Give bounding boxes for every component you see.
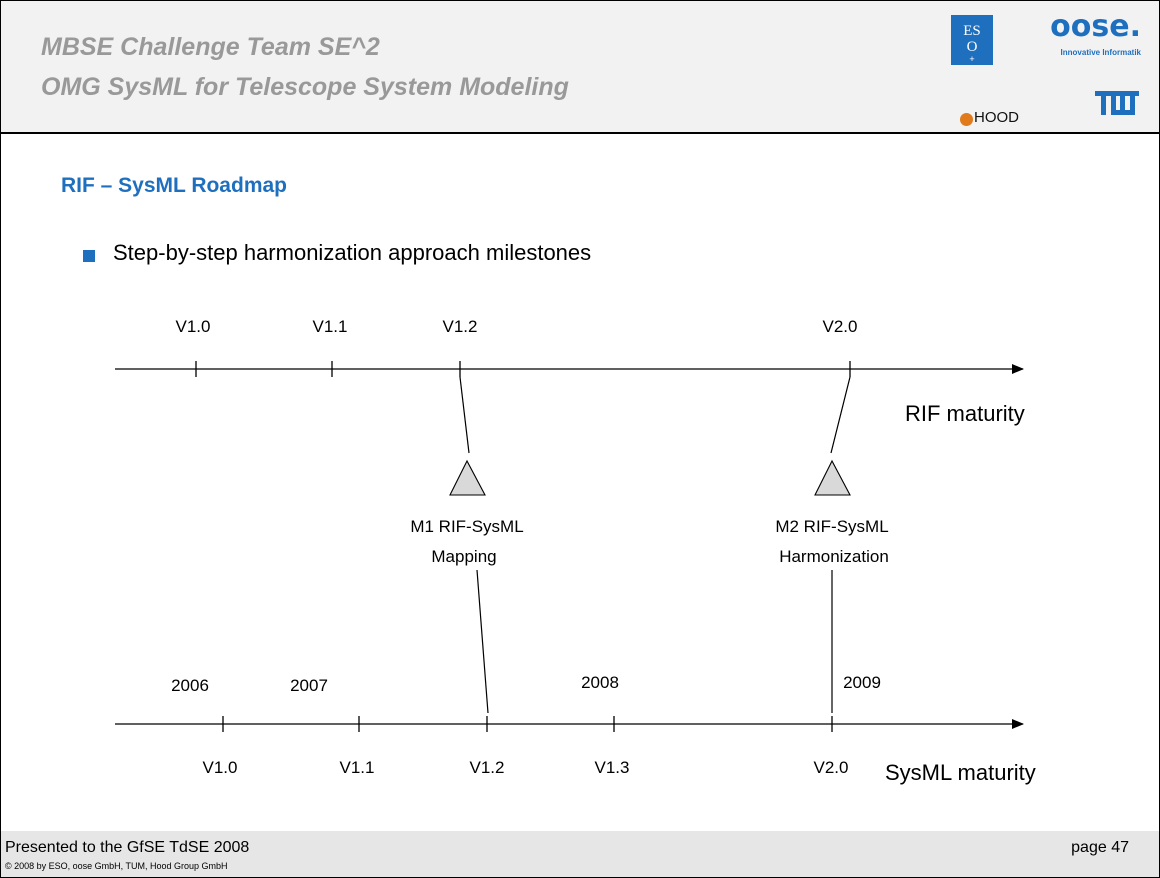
rif-version-label: V1.0 xyxy=(176,317,211,336)
m2-milestone-label-line1: M2 RIF-SysML xyxy=(775,517,888,536)
footer-copyright: © 2008 by ESO, oose GmbH, TUM, Hood Grou… xyxy=(5,861,228,871)
sysml-version-label: V1.1 xyxy=(340,758,375,777)
sysml-version-label: V1.2 xyxy=(470,758,505,777)
hood-logo: HOOD xyxy=(960,109,1040,131)
year-label: 2007 xyxy=(290,676,328,695)
roadmap-diagram: V1.0 V1.1 V1.2 V2.0 RIF maturity M1 RIF-… xyxy=(115,317,1036,785)
m2-milestone-label-line2: Harmonization xyxy=(779,547,889,566)
m2-milestone-marker xyxy=(814,459,851,496)
slide-title: RIF – SysML Roadmap xyxy=(61,174,287,197)
bullet-text: Step-by-step harmonization approach mile… xyxy=(113,240,592,265)
header-title-line1: MBSE Challenge Team SE^2 xyxy=(41,33,380,61)
svg-text:O: O xyxy=(967,39,978,55)
oose-logo-word: oose. xyxy=(1050,9,1141,44)
hood-logo-word: HOOD xyxy=(974,109,1019,126)
sysml-version-label: V2.0 xyxy=(814,758,849,777)
m1-milestone-label-line2: Mapping xyxy=(431,547,496,566)
year-label: 2009 xyxy=(843,673,881,692)
sysml-version-label: V1.3 xyxy=(595,758,630,777)
m1-milestone-marker xyxy=(449,459,486,496)
tum-logo xyxy=(1095,89,1139,117)
rif-version-label: V1.2 xyxy=(443,317,478,336)
year-label: 2008 xyxy=(581,673,619,692)
page-number: page 47 xyxy=(1071,839,1129,856)
oose-logo: oose. Innovative Informatik xyxy=(1015,9,1141,65)
svg-text:+: + xyxy=(969,54,974,64)
rif-version-label: V1.1 xyxy=(313,317,348,336)
bullet-marker xyxy=(83,250,95,262)
hood-logo-mark xyxy=(960,113,973,126)
sysml-axis-title: SysML maturity xyxy=(885,760,1036,785)
footer-presented: Presented to the GfSE TdSE 2008 xyxy=(5,839,250,856)
rif-axis-title: RIF maturity xyxy=(905,401,1025,426)
slide-footer: Presented to the GfSE TdSE 2008 © 2008 b… xyxy=(1,831,1159,877)
m2-connector-upper xyxy=(830,376,851,454)
slide-header: MBSE Challenge Team SE^2 OMG SysML for T… xyxy=(1,1,1159,134)
oose-logo-subtitle: Innovative Informatik xyxy=(1060,48,1141,57)
eso-logo: ES O + xyxy=(951,15,993,65)
year-label: 2006 xyxy=(171,676,209,695)
m1-connector-lower xyxy=(476,569,489,714)
header-title-line2: OMG SysML for Telescope System Modeling xyxy=(41,73,569,101)
m1-milestone-label-line1: M1 RIF-SysML xyxy=(410,517,523,536)
svg-text:ES: ES xyxy=(963,23,981,39)
rif-version-label: V2.0 xyxy=(823,317,858,336)
sysml-version-label: V1.0 xyxy=(203,758,238,777)
m1-connector-upper xyxy=(459,376,470,454)
